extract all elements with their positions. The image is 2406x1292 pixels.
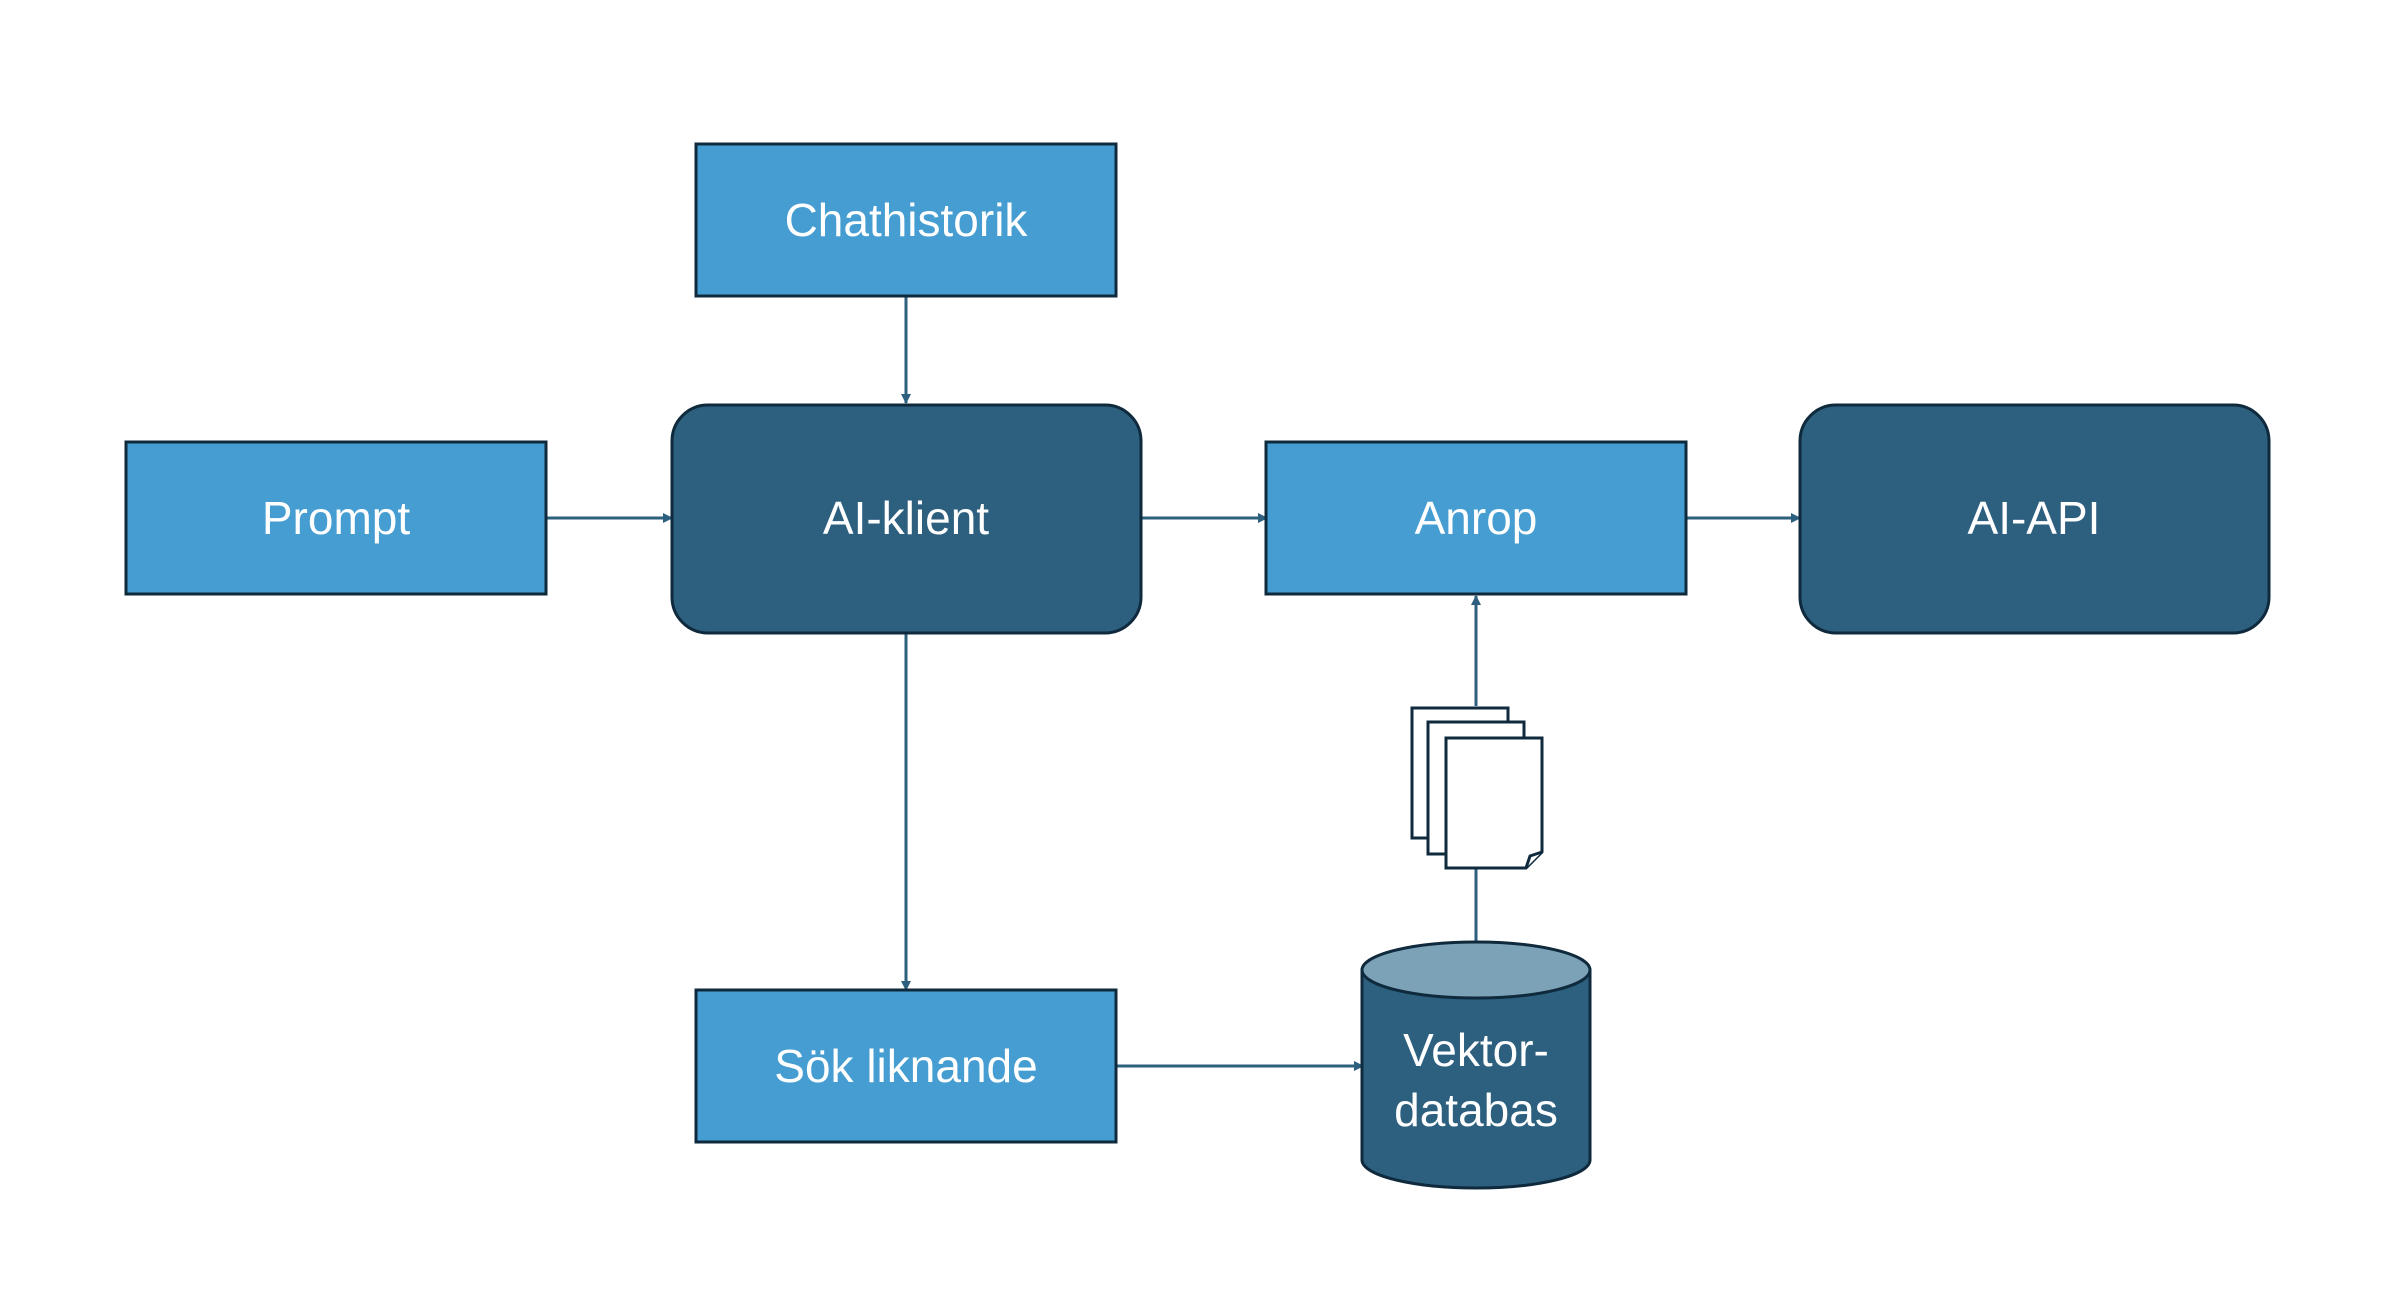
node-chathistorik: Chathistorik bbox=[694, 142, 1118, 298]
vektordatabas-cylinder-body bbox=[1360, 968, 1592, 1190]
ai-klient-box bbox=[670, 403, 1143, 635]
prompt-box bbox=[124, 440, 548, 596]
chathistorik-label: Chathistorik bbox=[785, 194, 1029, 246]
prompt-label: Prompt bbox=[262, 492, 410, 544]
sok-liknande-label: Sök liknande bbox=[774, 1040, 1037, 1092]
anrop-box bbox=[1264, 440, 1688, 596]
node-sok-liknande: Sök liknande bbox=[694, 988, 1118, 1144]
document-page-front bbox=[1444, 736, 1544, 870]
vektordatabas-cylinder-top bbox=[1360, 940, 1592, 1000]
connectors bbox=[546, 296, 1801, 1071]
ai-api-label: AI-API bbox=[1968, 492, 2101, 544]
ai-klient-label: AI-klient bbox=[823, 492, 989, 544]
node-anrop: Anrop bbox=[1264, 440, 1688, 596]
vektordatabas-label-line1: Vektor- bbox=[1403, 1024, 1549, 1076]
sok-liknande-box bbox=[694, 988, 1118, 1144]
node-prompt: Prompt bbox=[124, 440, 548, 596]
documents-icon bbox=[1410, 706, 1544, 870]
vektordatabas-label-line2: databas bbox=[1394, 1084, 1558, 1136]
node-ai-api: AI-API bbox=[1798, 403, 2271, 635]
document-page-fold bbox=[1524, 850, 1543, 869]
anrop-label: Anrop bbox=[1415, 492, 1538, 544]
node-vektordatabas: Vektor- databas bbox=[1360, 940, 1592, 1190]
node-ai-klient: AI-klient bbox=[670, 403, 1143, 635]
chathistorik-box bbox=[694, 142, 1118, 298]
ai-api-box bbox=[1798, 403, 2271, 635]
